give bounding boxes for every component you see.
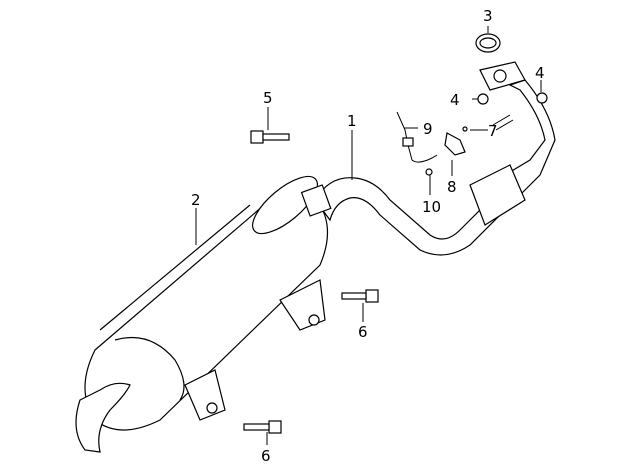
callout-4: 4 xyxy=(450,91,460,109)
callout-6: 6 xyxy=(261,447,271,465)
exhaust-pipe xyxy=(300,61,556,256)
nut xyxy=(477,93,489,105)
muffler xyxy=(75,175,329,453)
bolt xyxy=(243,420,282,434)
bolt xyxy=(341,289,379,303)
callout-3: 3 xyxy=(483,7,493,25)
oxygen-sensor xyxy=(396,111,438,163)
callout-10: 10 xyxy=(422,198,441,216)
callout-6: 6 xyxy=(358,323,368,341)
callout-2: 2 xyxy=(191,191,201,209)
callout-5: 5 xyxy=(263,89,273,107)
bolt xyxy=(250,130,290,144)
callout-9: 9 xyxy=(423,120,433,138)
bracket xyxy=(444,132,466,156)
clip xyxy=(425,168,433,176)
callout-8: 8 xyxy=(447,178,457,196)
callout-1: 1 xyxy=(347,112,357,130)
nut xyxy=(536,92,548,104)
callout-7: 7 xyxy=(488,122,498,140)
callout-4: 4 xyxy=(535,64,545,82)
